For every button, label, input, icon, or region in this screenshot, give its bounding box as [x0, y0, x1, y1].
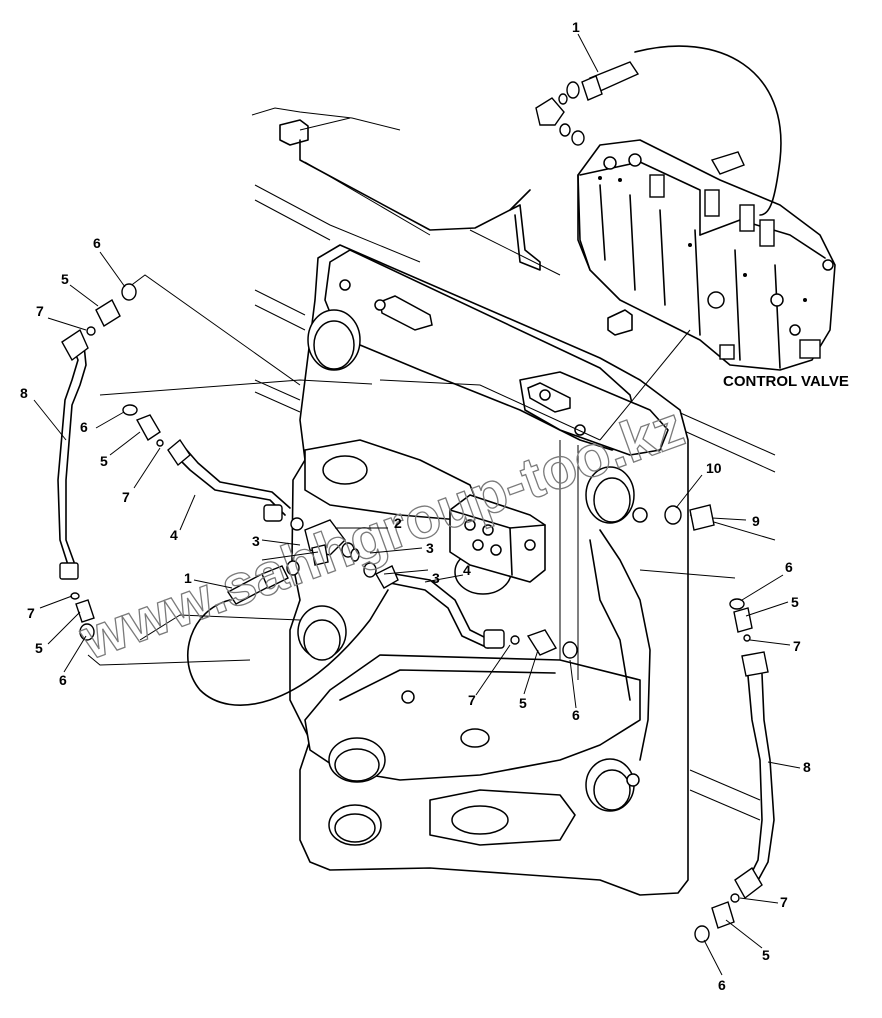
control-valve-label: CONTROL VALVE — [723, 373, 849, 390]
callout-1-top: 1 — [572, 19, 580, 35]
callout-10: 10 — [706, 460, 722, 476]
callout-4-right: 4 — [463, 562, 471, 578]
callout-3-b: 3 — [426, 540, 434, 556]
callout-8-right: 8 — [803, 759, 811, 775]
callout-6-upper-left: 6 — [93, 235, 101, 251]
callout-7-upper-left: 7 — [36, 303, 44, 319]
callout-6-right-bottom: 6 — [718, 977, 726, 993]
callout-8-left: 8 — [20, 385, 28, 401]
callout-6-lower-left: 6 — [59, 672, 67, 688]
callout-7-center-bottom: 7 — [468, 692, 476, 708]
main-frame — [289, 244, 689, 896]
leader-lines — [33, 33, 801, 976]
callout-7-lower-left: 7 — [27, 605, 35, 621]
callout-3-c: 3 — [432, 570, 440, 586]
callout-4-left: 4 — [170, 527, 178, 543]
callout-7-right-bottom: 7 — [780, 894, 788, 910]
callout-5-mid-left: 5 — [100, 453, 108, 469]
callout-7-mid-left: 7 — [122, 489, 130, 505]
control-valve — [577, 139, 836, 371]
manifold-block — [449, 494, 546, 583]
hoses — [57, 45, 782, 943]
callout-5-lower-left: 5 — [35, 640, 43, 656]
callout-6-mid-left: 6 — [80, 419, 88, 435]
callout-5-center-bottom: 5 — [519, 695, 527, 711]
callout-6-center-bottom: 6 — [572, 707, 580, 723]
callout-6-right-mid: 6 — [785, 559, 793, 575]
callout-5-upper-left: 5 — [61, 271, 69, 287]
callout-7-right-mid: 7 — [793, 638, 801, 654]
callouts: 1 6 5 7 8 6 5 7 4 2 3 3 3 1 4 7 5 6 7 5 … — [20, 19, 811, 993]
callout-9: 9 — [752, 513, 760, 529]
callout-1-mid: 1 — [184, 570, 192, 586]
callout-5-right-mid: 5 — [791, 594, 799, 610]
callout-5-right-bottom: 5 — [762, 947, 770, 963]
callout-3-a: 3 — [252, 533, 260, 549]
callout-2: 2 — [394, 515, 402, 531]
